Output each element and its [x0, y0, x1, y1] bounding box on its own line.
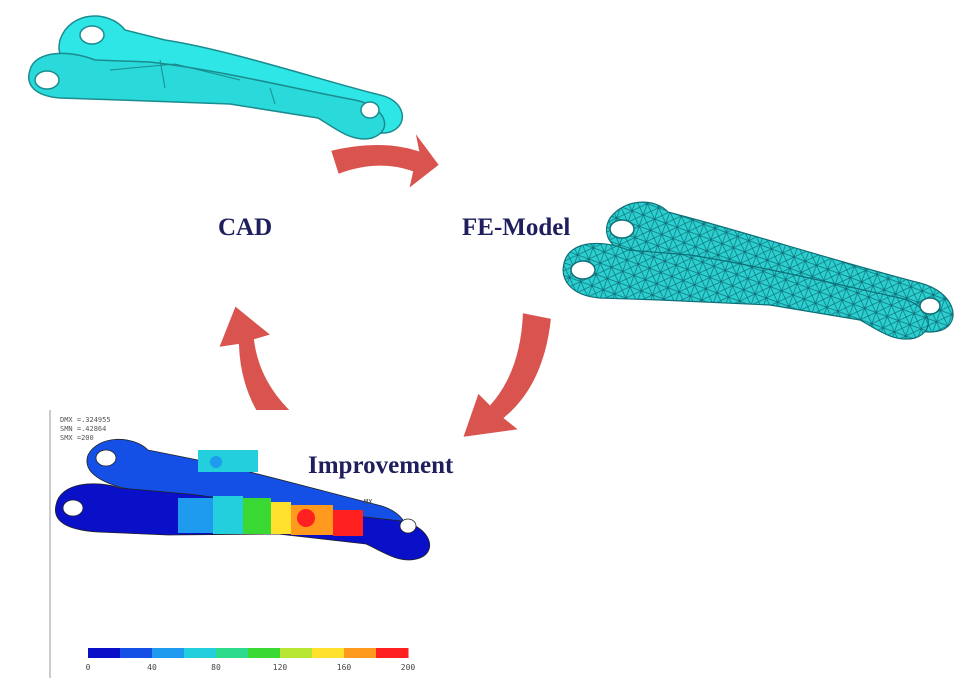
stat-line: SMX =200 [60, 434, 94, 442]
legend-tick: 160 [336, 663, 352, 672]
arrow-fe-to-improvement [460, 310, 554, 440]
legend-swatch [376, 648, 409, 658]
legend-swatch [120, 648, 153, 658]
legend-tick: 80 [211, 663, 221, 672]
max-tag: MX [364, 498, 373, 506]
legend-tick: 120 [272, 663, 288, 672]
legend-swatch [312, 648, 345, 658]
legend-swatch [88, 648, 121, 658]
stress-result-panel: DMX =.324955 SMN =.42864 SMX =200 MX 0 4… [48, 410, 443, 680]
legend-swatch [184, 648, 217, 658]
legend-swatch [152, 648, 185, 658]
stat-line: DMX =.324955 [60, 416, 111, 424]
stress-legend-bar [88, 648, 409, 658]
stress-contour-model [55, 438, 431, 561]
cad-model [28, 15, 404, 140]
legend-tick: 200 [400, 663, 416, 672]
fe-mesh-model [562, 201, 954, 340]
step-label-fe-model: FE-Model [462, 214, 571, 241]
arrow-cad-to-fe [328, 129, 442, 193]
stat-line: SMN =.42864 [60, 425, 107, 433]
step-label-improvement: Improvement [308, 452, 454, 479]
step-label-cad: CAD [218, 214, 273, 241]
legend-swatch [344, 648, 377, 658]
legend-swatch [248, 648, 281, 658]
legend-tick: 40 [147, 663, 157, 672]
legend-swatch [216, 648, 249, 658]
legend-tick: 0 [85, 663, 91, 672]
legend-swatch [280, 648, 313, 658]
